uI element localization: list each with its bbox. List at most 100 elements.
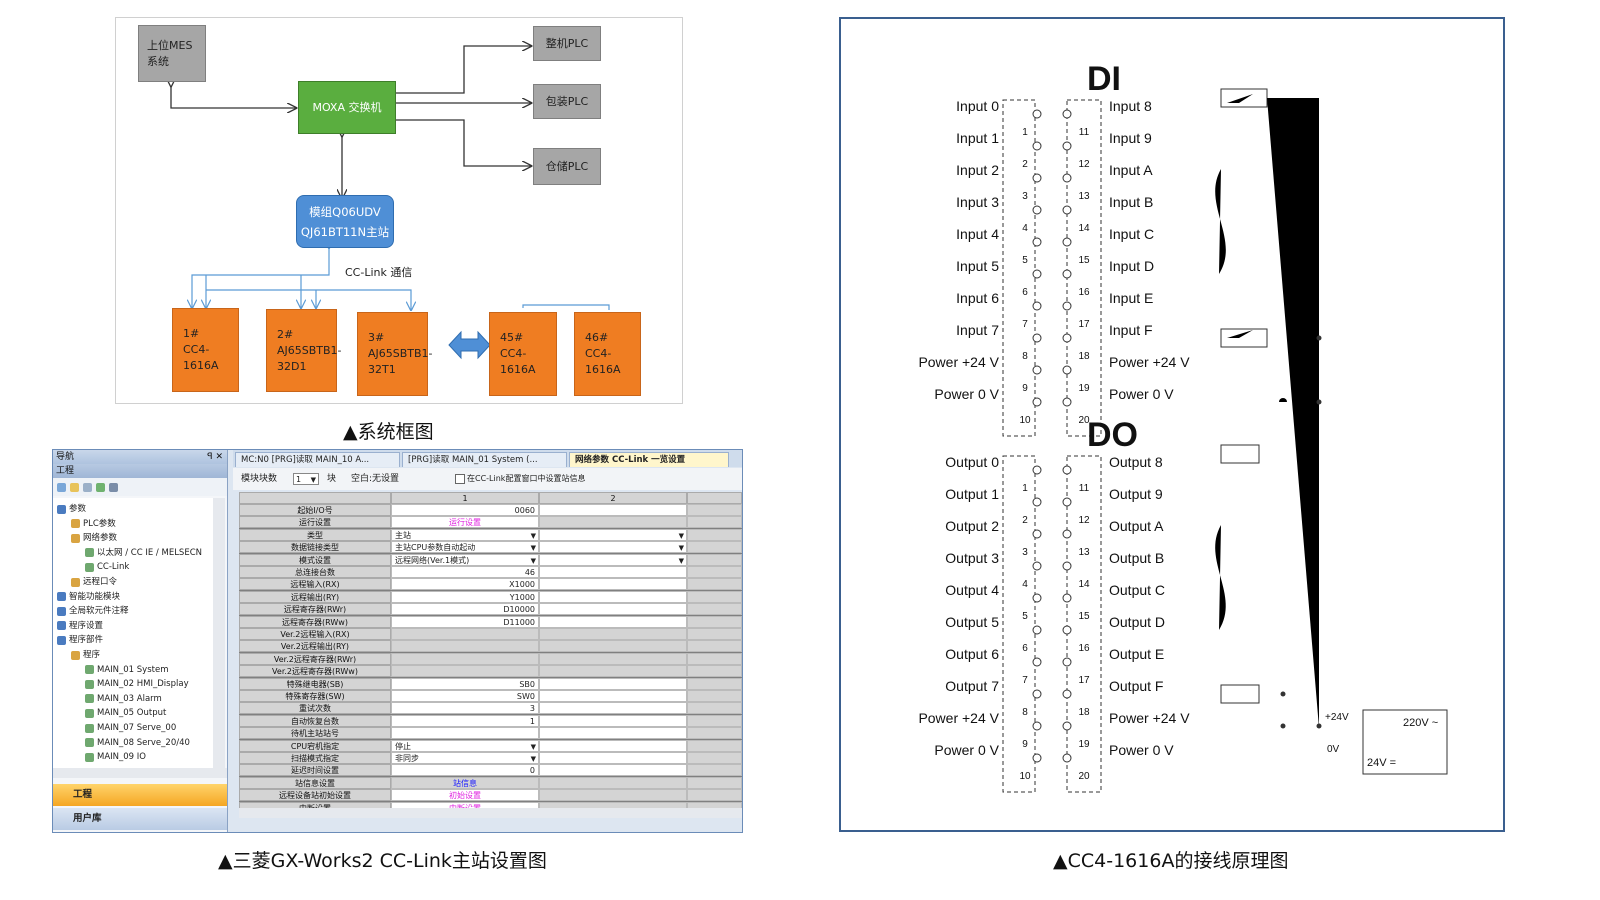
chevron-down-icon[interactable]: ▼ — [530, 742, 536, 751]
tree-item[interactable]: 参数 — [57, 502, 86, 516]
row-value-cell[interactable]: Y1000 — [391, 590, 539, 603]
row-value-cell[interactable]: 非同步▼ — [391, 752, 539, 764]
tree-item[interactable]: 程序 — [71, 648, 100, 662]
tree-item[interactable]: MAIN_03 Alarm — [85, 692, 162, 706]
do-left-frame — [1002, 455, 1036, 793]
di-terminal — [1062, 173, 1072, 183]
toolbar-icon-2[interactable] — [70, 482, 79, 492]
do-left-label: Output 3 — [945, 550, 999, 566]
row-value-cell[interactable]: 主站▼ — [391, 528, 539, 541]
tree-hscrollbar[interactable] — [53, 768, 227, 778]
di-terminal — [1032, 365, 1042, 375]
tree-item[interactable]: MAIN_01 System — [85, 663, 168, 677]
tree-item[interactable]: MAIN_02 HMI_Display — [85, 677, 189, 691]
row-value-cell-col2[interactable] — [539, 727, 687, 740]
load-icon — [1220, 684, 1260, 704]
tree-item[interactable]: MAIN_09 IO — [85, 750, 146, 764]
row-value-cell-col2[interactable] — [539, 714, 687, 727]
station-info-checkbox[interactable] — [455, 474, 465, 484]
tree-item-label: 远程口令 — [83, 577, 118, 587]
editor-tabs: MC:N0 [PRG]读取 MAIN_10 A... [PRG]读取 MAIN_… — [233, 450, 742, 467]
tree-item[interactable]: MAIN_08 Serve_20/40 — [85, 736, 190, 750]
tree-item[interactable]: MAIN_07 Serve_00 — [85, 721, 176, 735]
tab-main10[interactable]: MC:N0 [PRG]读取 MAIN_10 A... — [235, 452, 400, 467]
row-value-cell-col2[interactable] — [539, 566, 687, 578]
row-value-cell-col3 — [687, 764, 742, 777]
row-value-cell[interactable]: 0 — [391, 764, 539, 777]
row-value-cell[interactable]: 0060 — [391, 504, 539, 516]
do-right-label: Output C — [1109, 582, 1165, 598]
tree-item[interactable]: CC-Link — [85, 560, 129, 574]
row-value-cell-col2[interactable] — [539, 603, 687, 616]
chevron-down-icon[interactable]: ▼ — [530, 755, 536, 763]
tree-item[interactable]: 智能功能模块 — [57, 590, 120, 604]
tab-main01[interactable]: [PRG]读取 MAIN_01 System (... — [402, 452, 567, 467]
chevron-down-icon[interactable]: ▼ — [530, 556, 536, 565]
toolbar-icon-4[interactable] — [96, 482, 105, 492]
di-left-label: Input 3 — [956, 194, 999, 210]
row-value-cell-col2[interactable] — [539, 764, 687, 777]
di-right-label: Input A — [1109, 162, 1153, 178]
tree-item[interactable]: 程序部件 — [57, 633, 103, 647]
row-value-cell-col2[interactable] — [539, 590, 687, 603]
tree-item[interactable]: 程序设置 — [57, 619, 103, 633]
userlib-nav-button[interactable]: 用户库 — [53, 808, 227, 830]
row-value-cell-col3 — [687, 553, 742, 566]
row-value-cell-col2[interactable] — [539, 578, 687, 591]
row-value-cell[interactable]: 停止▼ — [391, 739, 539, 752]
pane-controls[interactable]: ꟼ ✕ — [207, 452, 223, 462]
row-value-cell[interactable] — [391, 727, 539, 740]
chevron-down-icon[interactable]: ▼ — [530, 531, 536, 540]
row-value-cell[interactable]: 46 — [391, 566, 539, 578]
chevron-down-icon[interactable]: ▼ — [530, 544, 536, 553]
tree-item[interactable]: 远程口令 — [71, 575, 117, 589]
do-pin-number: 10 — [1019, 771, 1031, 782]
row-value-cell[interactable]: 1 — [391, 714, 539, 727]
row-value-cell-col2[interactable] — [539, 702, 687, 715]
chevron-down-icon[interactable]: ▼ — [678, 531, 684, 540]
tree-item[interactable]: 网络参数 — [71, 531, 117, 545]
toolbar-icon-1[interactable] — [57, 482, 66, 492]
row-value-cell-col2[interactable]: ▼ — [539, 528, 687, 541]
modules-select[interactable]: 1▼ — [293, 473, 319, 485]
row-value-cell — [391, 628, 539, 640]
chevron-down-icon[interactable]: ▼ — [678, 556, 684, 565]
row-value-cell[interactable]: 远程网络(Ver.1模式)▼ — [391, 553, 539, 566]
row-value-text: 运行设置 — [449, 518, 481, 528]
row-value-cell-col2[interactable] — [539, 739, 687, 752]
tab-cclink-settings[interactable]: 网络参数 CC-Link 一览设置 — [569, 452, 729, 467]
grid-hscrollbar[interactable] — [239, 808, 742, 818]
row-value-cell[interactable]: D11000 — [391, 615, 539, 628]
row-value-cell-col2[interactable] — [539, 677, 687, 690]
project-nav-button[interactable]: 工程 — [53, 784, 227, 806]
psu-input-label: 220V ~ — [1403, 717, 1438, 729]
row-value-cell[interactable]: 3 — [391, 702, 539, 715]
tree-item[interactable]: PLC参数 — [71, 517, 116, 531]
row-value-cell-col2[interactable]: ▼ — [539, 541, 687, 554]
row-value-cell[interactable]: 站信息 — [391, 776, 539, 789]
row-value-cell-col2[interactable] — [539, 504, 687, 516]
row-value-cell[interactable]: X1000 — [391, 578, 539, 591]
row-value-cell[interactable]: SB0 — [391, 677, 539, 690]
tree-scrollbar[interactable] — [213, 498, 225, 768]
di-left-label: Input 5 — [956, 258, 999, 274]
row-value-cell-col2[interactable] — [539, 690, 687, 702]
toolbar-icon-5[interactable] — [109, 482, 118, 492]
row-value-cell-col2[interactable] — [539, 752, 687, 764]
row-value-cell-col2[interactable]: ▼ — [539, 553, 687, 566]
row-value-cell[interactable]: 初始设置 — [391, 789, 539, 802]
tree-item[interactable]: 以太网 / CC IE / MELSECN — [85, 546, 202, 560]
row-value-cell[interactable]: 运行设置 — [391, 516, 539, 529]
row-value-text: 46 — [524, 568, 535, 577]
row-value-cell[interactable]: D10000 — [391, 603, 539, 616]
row-value-cell-col2[interactable] — [539, 615, 687, 628]
di-pin-number: 11 — [1079, 127, 1090, 138]
toolbar-icon-3[interactable] — [83, 482, 92, 492]
tree-item[interactable]: 全局软元件注释 — [57, 604, 129, 618]
row-value-cell[interactable]: SW0 — [391, 690, 539, 702]
di-left-label: Power 0 V — [934, 386, 999, 402]
chevron-down-icon[interactable]: ▼ — [678, 544, 684, 553]
tree-item[interactable]: MAIN_05 Output — [85, 706, 166, 720]
row-value-cell[interactable]: 主站CPU参数自动起动▼ — [391, 541, 539, 554]
